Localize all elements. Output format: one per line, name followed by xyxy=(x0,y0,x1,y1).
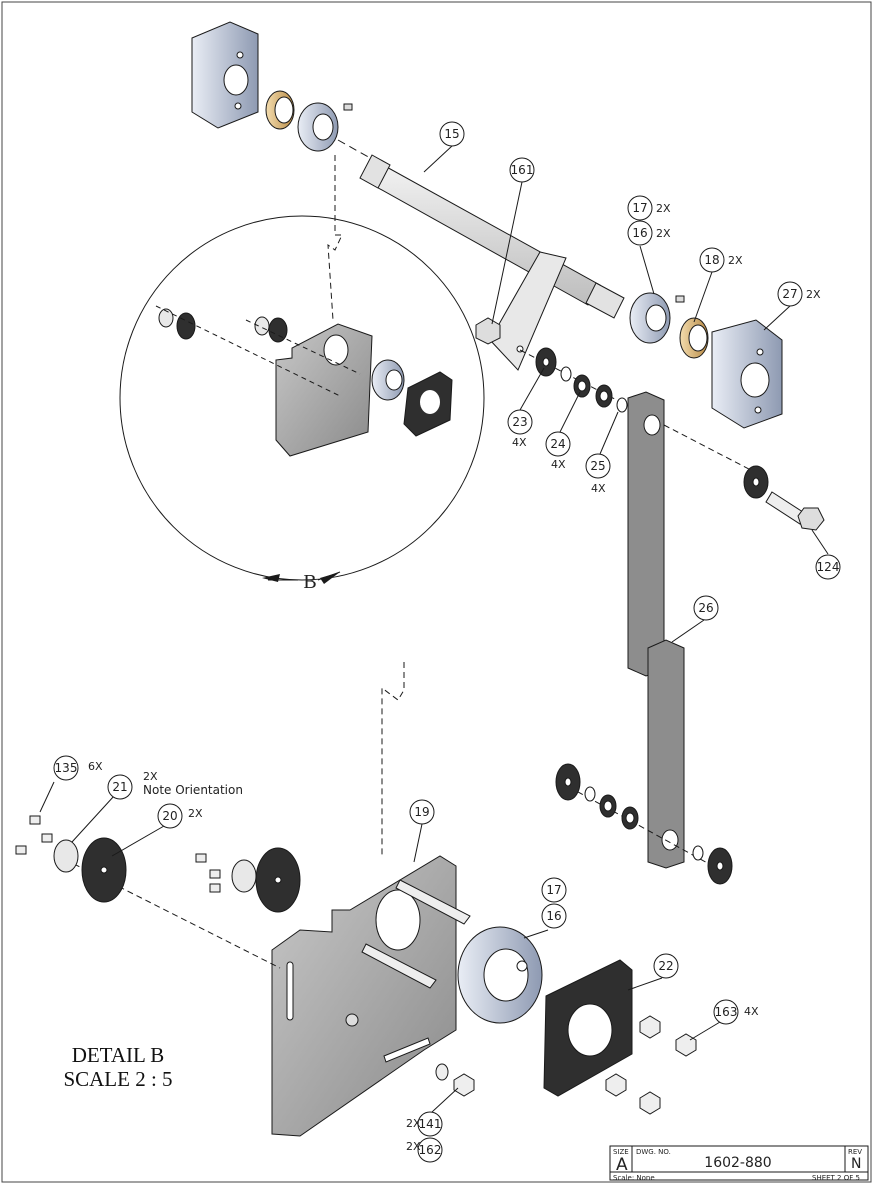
drawing-number: 1602-880 xyxy=(704,1155,771,1171)
rev-value: N xyxy=(851,1156,861,1172)
bolt-124 xyxy=(765,491,807,525)
detail-title: DETAIL B xyxy=(72,1043,165,1067)
balloon-162: 162 xyxy=(419,1143,442,1157)
balloon-20: 20 xyxy=(162,809,177,823)
detail-b-view xyxy=(15,815,697,1137)
detail-marker-b: B xyxy=(303,571,316,593)
qty-27: 2X xyxy=(806,288,821,301)
sheet-text: SHEET 2 OF 5 xyxy=(812,1174,860,1182)
hex-nut-161 xyxy=(475,317,501,345)
quantity-labels: 2X 2X 2X 2X 4X 4X 4X 6X 2X 2X 4X 2X 2X N… xyxy=(88,202,821,1153)
spline-end xyxy=(585,282,625,319)
balloon-23: 23 xyxy=(512,415,527,429)
qty-21: 2X xyxy=(143,770,158,783)
qty-25: 4X xyxy=(591,482,606,495)
qty-163: 4X xyxy=(744,1005,759,1018)
balloon-21: 21 xyxy=(112,780,127,794)
balloon-15: 15 xyxy=(444,127,459,141)
rev-label: REV xyxy=(848,1148,862,1156)
detail-circle-b xyxy=(119,215,485,584)
mini-plate xyxy=(275,323,373,457)
balloon-18: 18 xyxy=(704,253,719,267)
balloon-17-top: 17 xyxy=(632,201,647,215)
note-orientation: Note Orientation xyxy=(143,783,243,797)
break-line-bottom xyxy=(381,662,405,855)
balloons xyxy=(53,121,841,1163)
qty-17-top: 2X xyxy=(656,202,671,215)
qty-141: 2X xyxy=(406,1117,421,1130)
dwg-label: DWG. NO. xyxy=(636,1148,671,1156)
balloon-24: 24 xyxy=(550,437,565,451)
balloon-labels: 15 161 17 16 18 27 23 24 25 124 26 135 2… xyxy=(55,127,840,1157)
link-lower xyxy=(647,639,685,869)
qty-24: 4X xyxy=(551,458,566,471)
washer-25 xyxy=(616,397,628,413)
bushing-21 xyxy=(53,839,79,873)
balloon-135: 135 xyxy=(55,761,78,775)
balloon-124: 124 xyxy=(817,560,840,574)
break-line-top xyxy=(327,155,343,321)
balloon-19: 19 xyxy=(414,805,429,819)
qty-135: 6X xyxy=(88,760,103,773)
balloon-27: 27 xyxy=(782,287,797,301)
qty-23: 4X xyxy=(512,436,527,449)
qty-20: 2X xyxy=(188,807,203,820)
balloon-163: 163 xyxy=(715,1005,738,1019)
detail-scale: SCALE 2 : 5 xyxy=(63,1067,172,1091)
lever-arm xyxy=(489,251,567,371)
main-shaft xyxy=(363,159,601,306)
top-assembly xyxy=(191,21,825,885)
size-value: A xyxy=(616,1155,628,1175)
balloon-22: 22 xyxy=(658,959,673,973)
balloon-141: 141 xyxy=(419,1117,442,1131)
qty-18: 2X xyxy=(728,254,743,267)
balloon-161: 161 xyxy=(511,163,534,177)
balloon-17-bottom: 17 xyxy=(546,883,561,897)
balloon-26: 26 xyxy=(698,601,713,615)
link-upper xyxy=(627,391,665,677)
balloon-25: 25 xyxy=(590,459,605,473)
balloon-16-top: 16 xyxy=(632,226,647,240)
balloon-leaders xyxy=(39,145,829,1113)
size-label: SIZE xyxy=(613,1148,629,1156)
scale-text: Scale: None xyxy=(613,1174,655,1182)
title-block: SIZE A DWG. NO. 1602-880 REV N Scale: No… xyxy=(609,1145,869,1182)
qty-162: 2X xyxy=(406,1140,421,1153)
set-screw-left xyxy=(343,103,353,111)
balloon-16-bottom: 16 xyxy=(546,909,561,923)
qty-16-top: 2X xyxy=(656,227,671,240)
